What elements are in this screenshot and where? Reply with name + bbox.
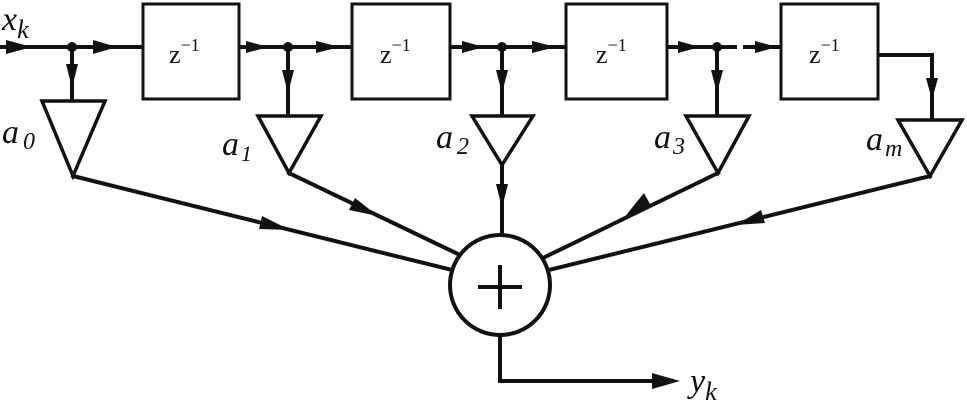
last-tap-line [876,53,934,120]
delay-label: z−1 [380,35,411,69]
arrowhead [462,41,484,53]
sum-input-3 [542,170,721,260]
input-arrowhead [6,40,32,54]
delay-box-3: z−1 [564,2,669,101]
delay-label: z−1 [169,35,200,69]
delay-box-2: z−1 [350,2,452,101]
arrowhead [711,70,723,93]
tap-0 [66,42,78,102]
arrowhead [93,40,117,54]
delay-box-1: z−1 [141,2,241,101]
output-label: yk [687,363,717,405]
delay-label: z−1 [596,35,627,69]
arrowhead [496,184,508,208]
arrowhead [755,41,777,53]
output-line [498,333,680,389]
tap-2 [496,42,508,117]
gain-triangle-am [894,118,966,180]
output-arrowhead [652,373,680,389]
tap-1 [282,42,294,117]
gain-triangle-a1 [255,114,324,177]
summer [448,233,552,337]
coef-label-am: am [866,121,902,162]
gain-triangle-a3 [683,114,752,177]
arrowhead [496,70,508,93]
arrowhead [623,193,650,219]
gain-triangle-a2 [468,114,537,169]
arrowhead [926,78,938,100]
sum-input-m [546,173,933,273]
coef-label-a3: a3 [654,119,685,160]
arrowhead [316,41,340,53]
arrowhead [259,216,290,230]
delay-box-4: z−1 [779,2,880,101]
arrowhead [532,41,556,53]
arrowhead [736,210,765,225]
delay-label: z−1 [809,35,840,69]
sum-input-1 [286,170,463,258]
coef-label-a1: a1 [222,126,252,166]
arrowhead [66,64,78,88]
sum-input-0 [70,173,455,273]
input-label: xk [1,1,29,44]
sum-input-2 [496,163,508,238]
arrowhead [246,41,268,53]
tap-3 [711,42,723,117]
arrowhead [282,70,294,93]
arrowhead [678,41,700,53]
gain-triangle-a0 [39,99,108,181]
arrowhead [349,198,378,216]
